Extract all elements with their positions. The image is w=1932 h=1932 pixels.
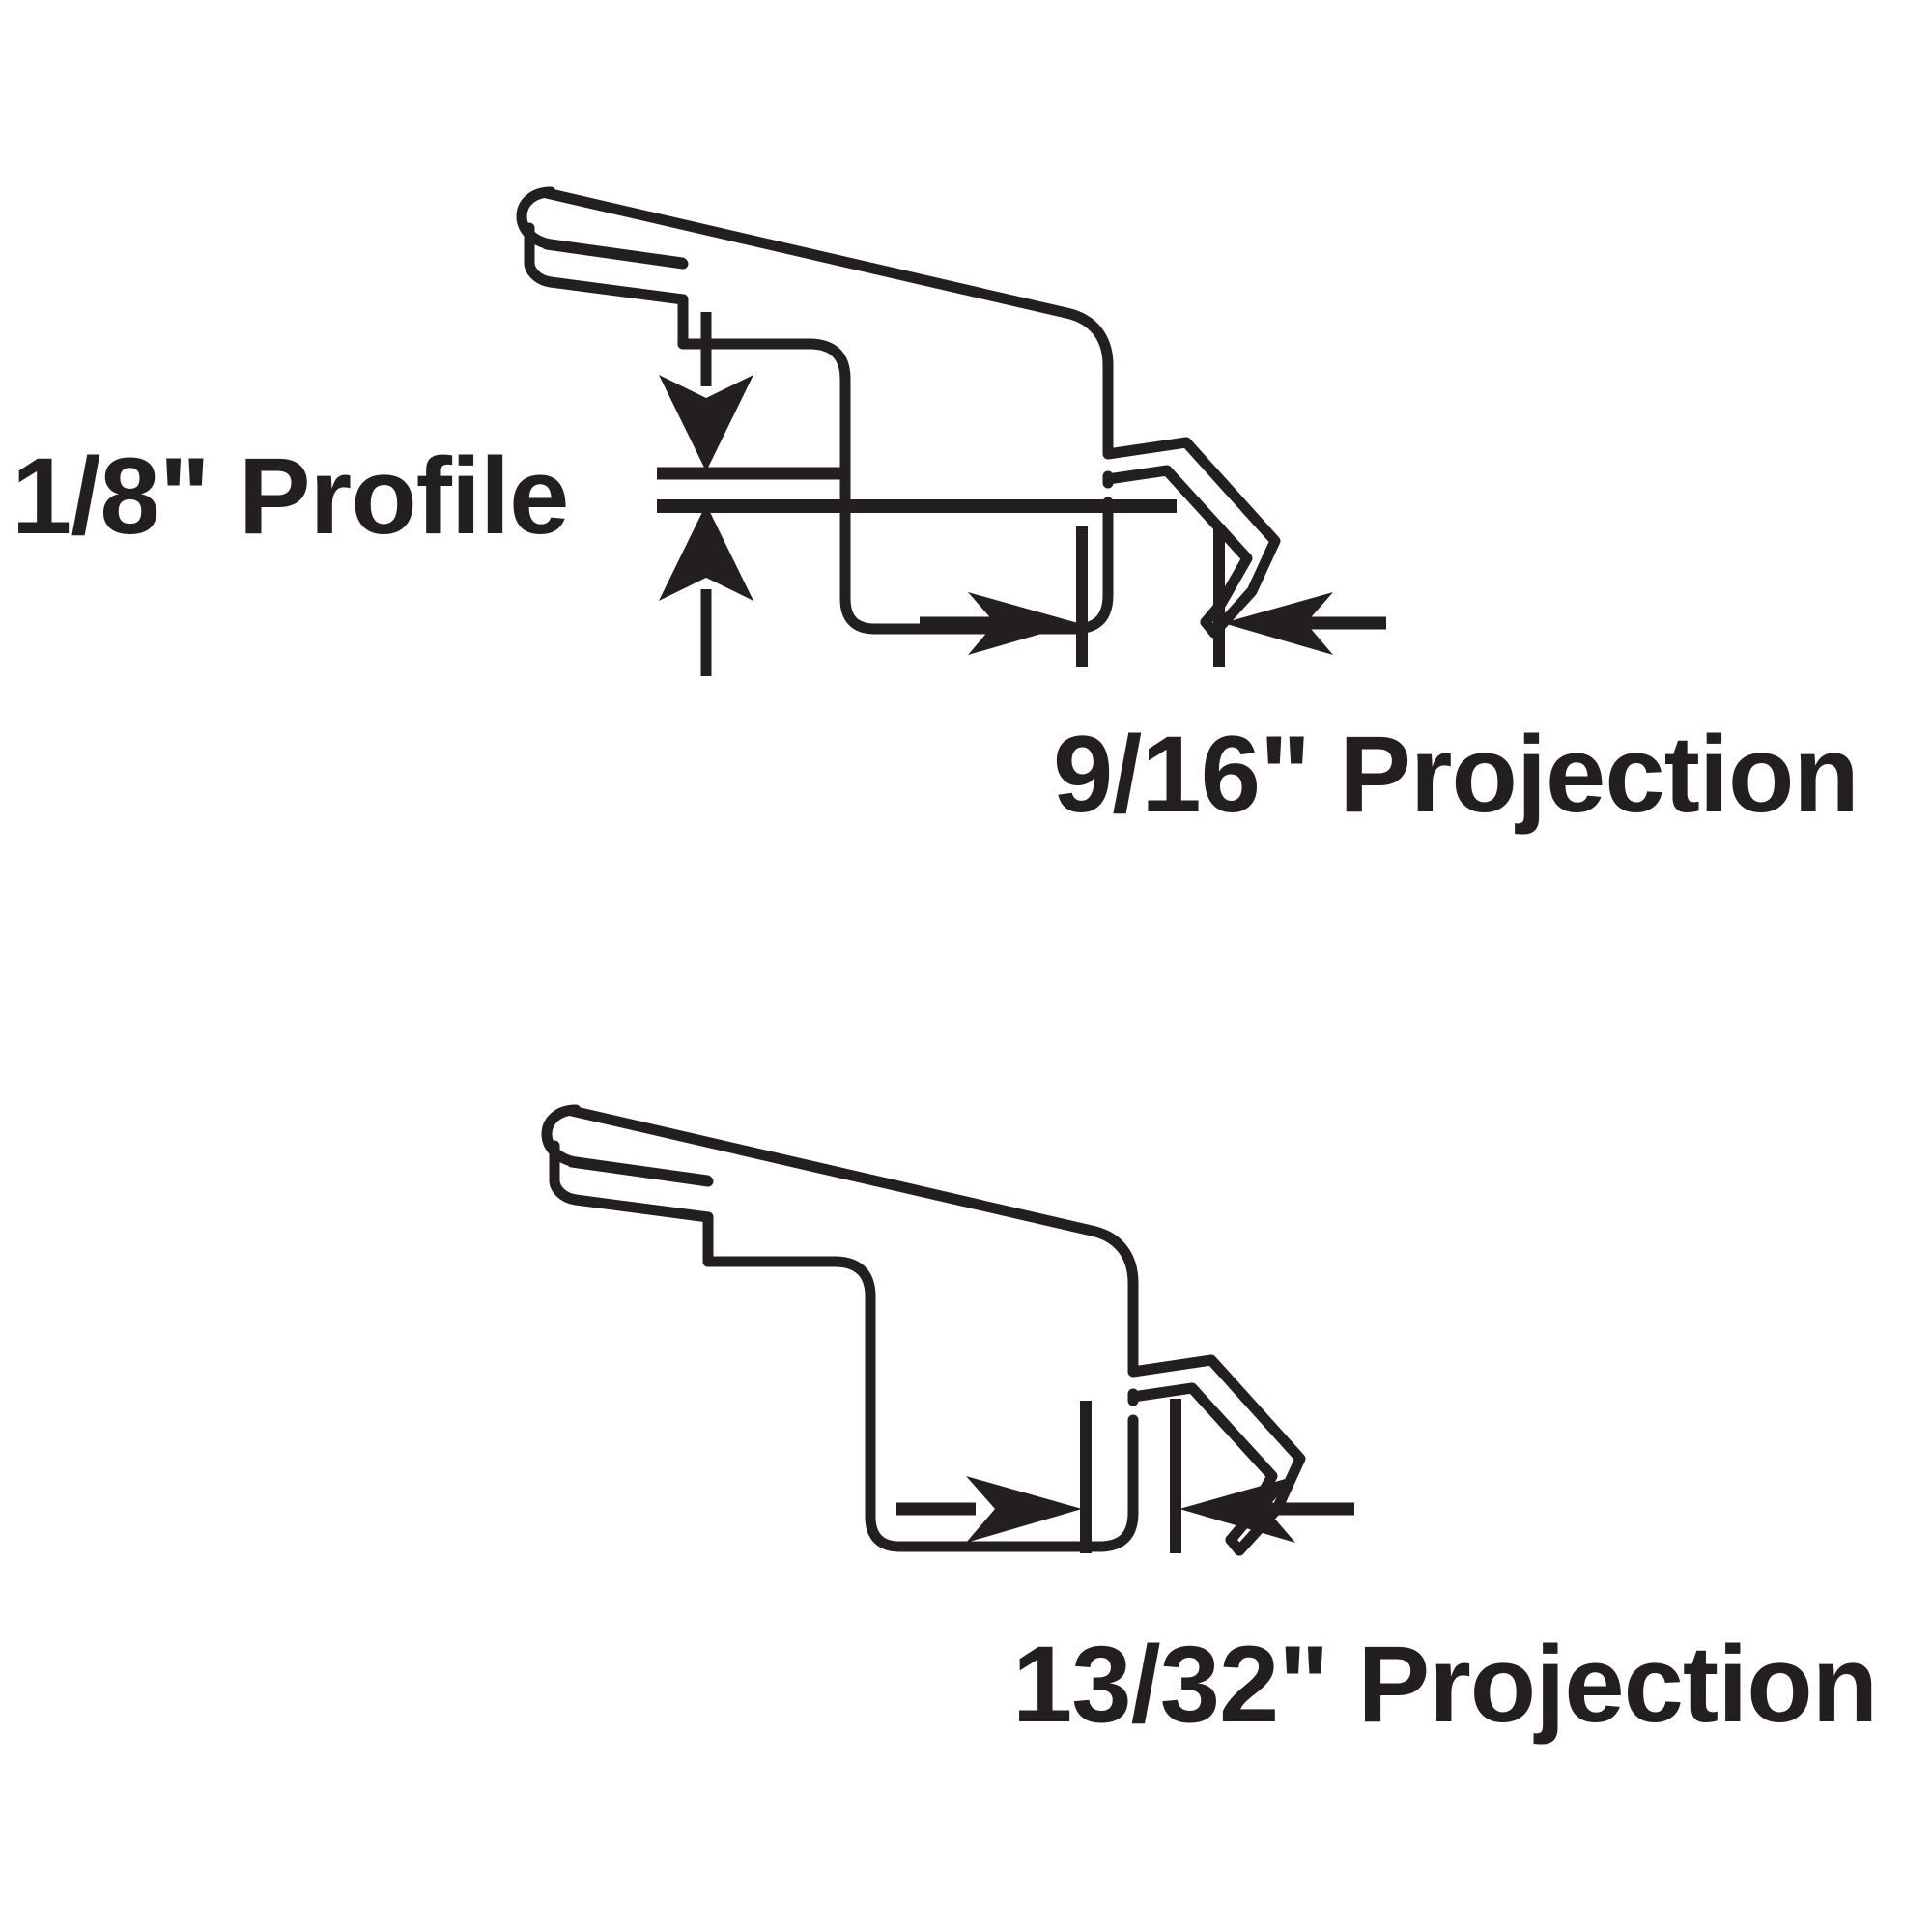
profile-label: 1/8" Profile xyxy=(12,436,568,556)
profile-dim-arrow-down xyxy=(659,375,753,471)
projection-label-bottom: 13/32" Projection xyxy=(1012,1624,1877,1745)
profile-dim-arrow-up xyxy=(659,504,753,601)
projection-bottom-arrow-left xyxy=(1179,1476,1295,1543)
bottom-flange-inner-line xyxy=(570,1156,713,1186)
projection-label-top: 9/16" Projection xyxy=(1053,714,1859,835)
projection-bottom-arrow-right xyxy=(966,1476,1082,1543)
projection-top-arrow-left xyxy=(1223,592,1333,655)
bottom-profile-figure xyxy=(541,1104,1306,1556)
profile-thickness-dimension xyxy=(657,312,1177,676)
projection-dimension-top xyxy=(920,525,1386,667)
bottom-extrusion-outline xyxy=(541,1104,1139,1552)
projection-dimension-bottom xyxy=(896,1399,1354,1553)
top-profile-figure: 1/8" Profile 9/16" Projection xyxy=(12,186,1860,835)
projection-top-arrow-right xyxy=(968,592,1078,655)
top-flange-inner-line xyxy=(545,239,688,269)
